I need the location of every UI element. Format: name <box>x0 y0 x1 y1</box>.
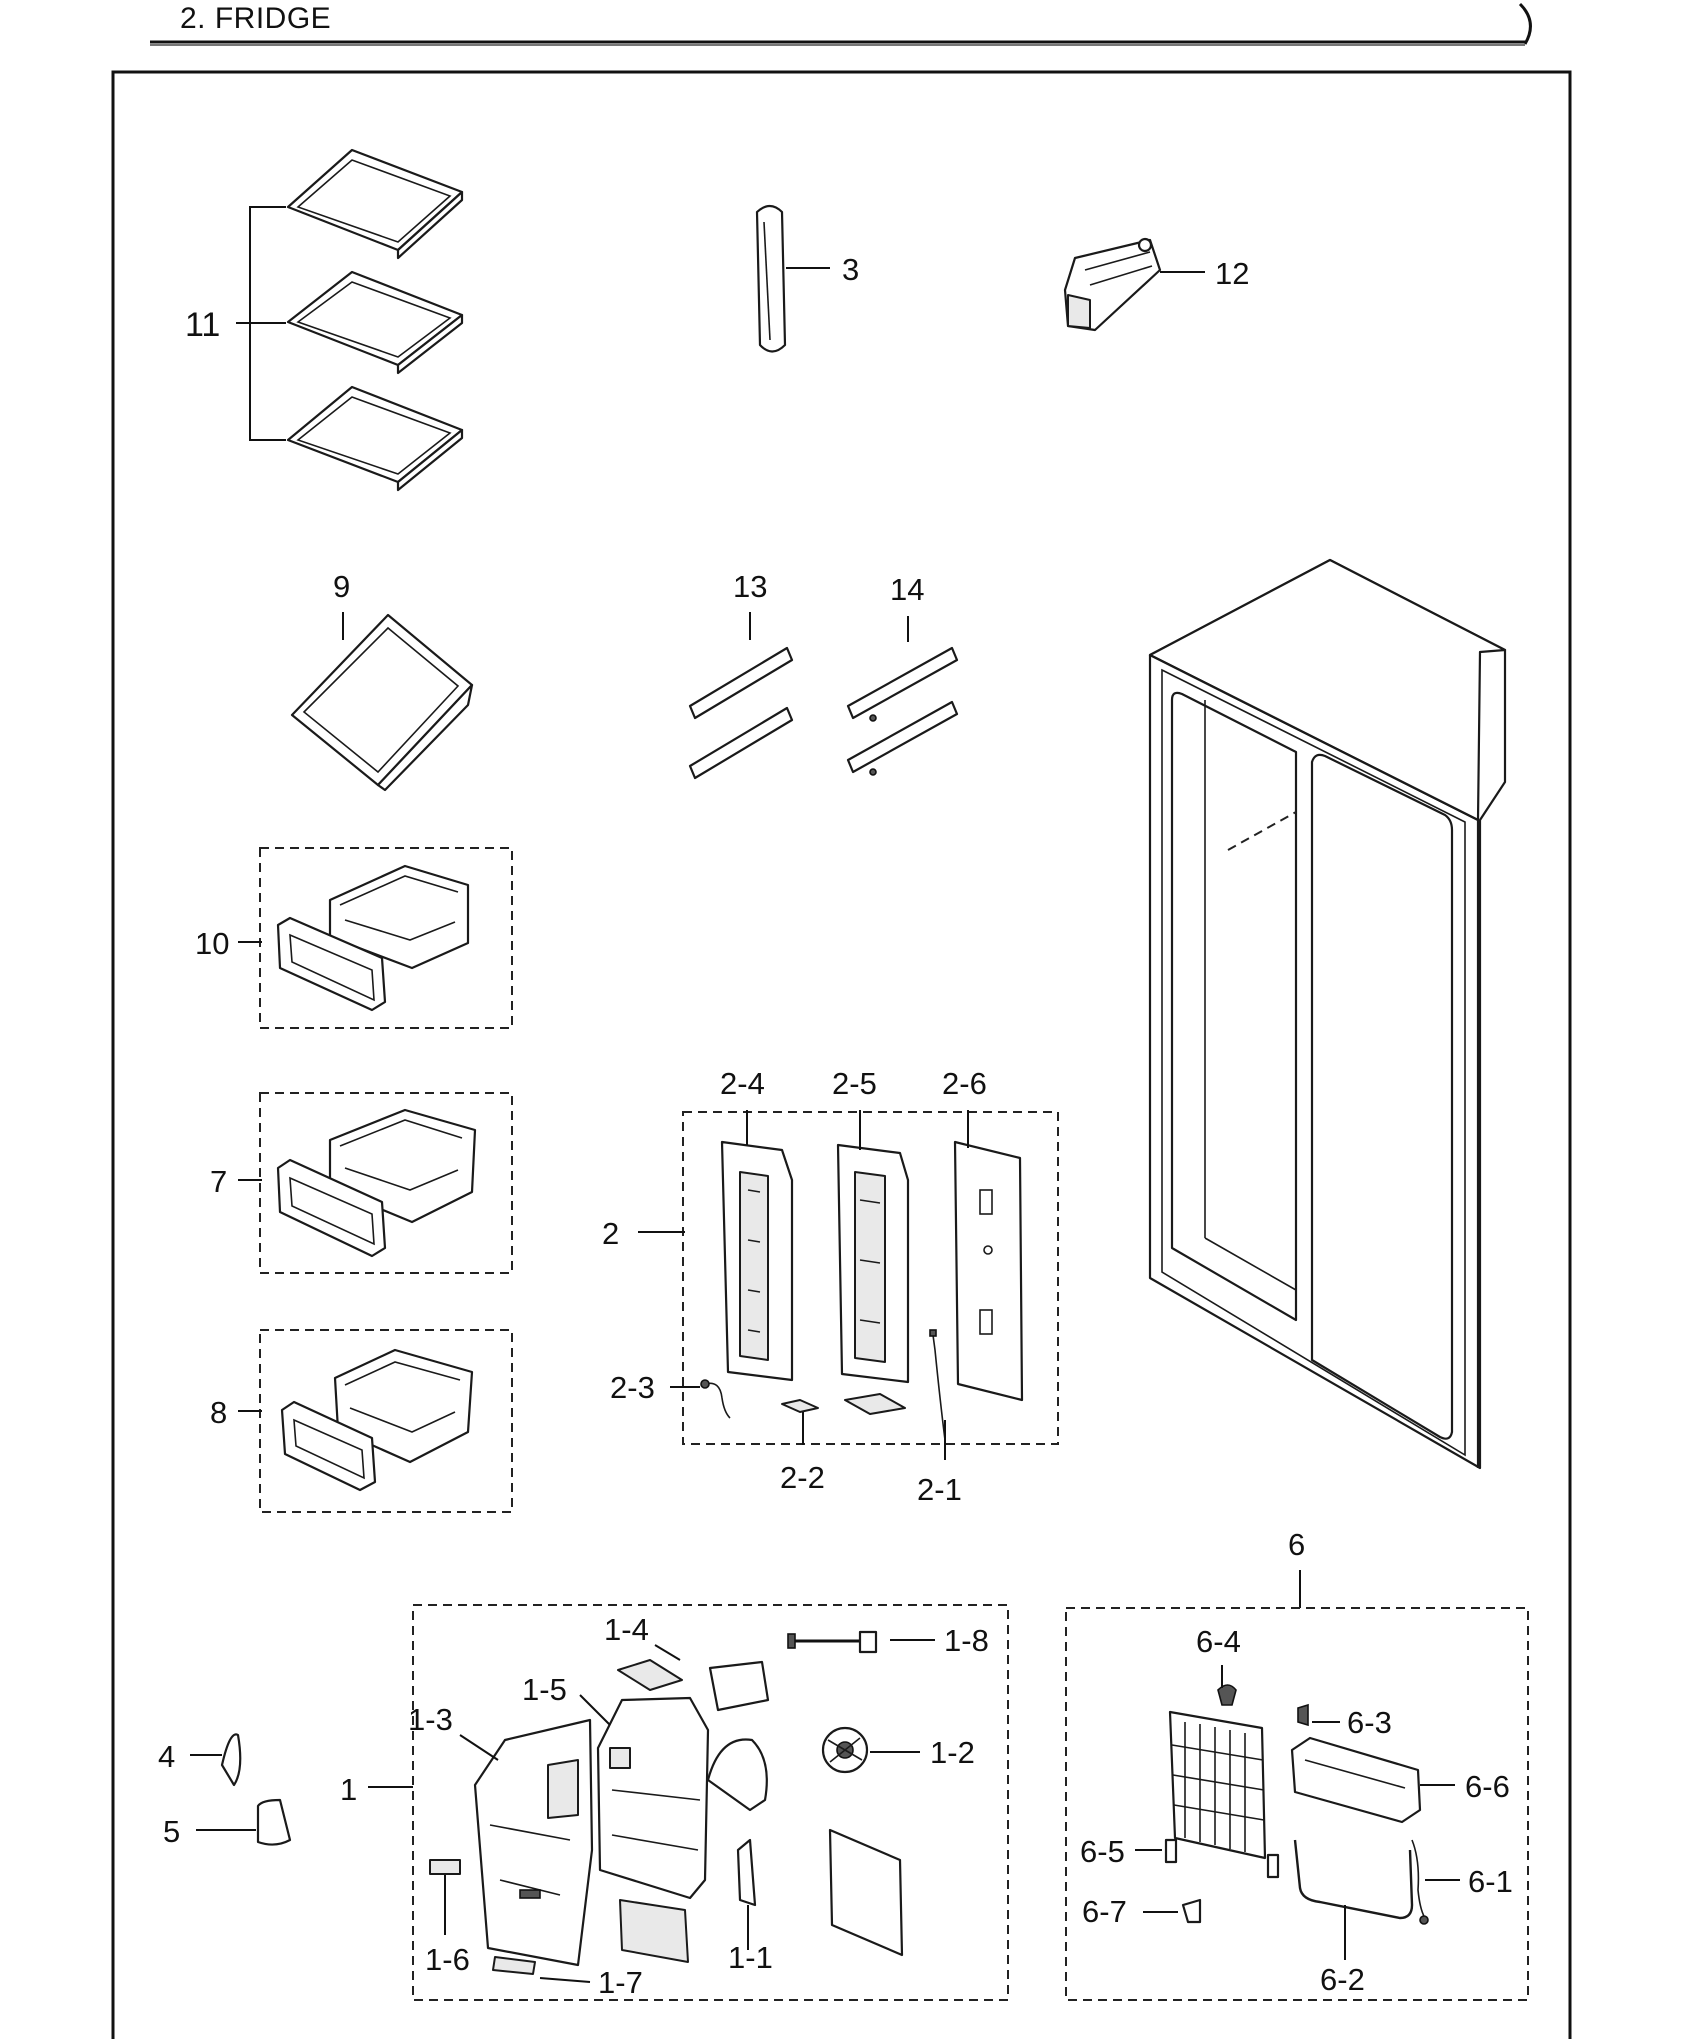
part-2-4-cover <box>720 1110 794 1382</box>
label-2-3: 2-3 <box>610 1370 655 1405</box>
label-4: 4 <box>158 1739 175 1774</box>
label-1-4: 1-4 <box>604 1612 649 1647</box>
label-2-6: 2-6 <box>942 1066 987 1101</box>
label-1-1: 1-1 <box>728 1940 773 1975</box>
part-1-fan-cover <box>706 1738 768 1812</box>
label-2-4: 2-4 <box>720 1066 765 1101</box>
label-12: 12 <box>1215 256 1249 291</box>
part-2-6-plate <box>953 1110 1024 1402</box>
part-6-3-clip <box>1297 1703 1340 1727</box>
part-6-1-sensor <box>1411 1839 1460 1925</box>
label-14: 14 <box>890 572 924 607</box>
group-2-box <box>682 1111 1059 1445</box>
label-3: 3 <box>842 252 859 287</box>
diagram-frame <box>111 70 1572 2039</box>
label-1-8: 1-8 <box>944 1623 989 1658</box>
part-1-6-tab <box>429 1859 461 1935</box>
label-7: 7 <box>210 1164 227 1199</box>
label-11: 11 <box>185 306 220 344</box>
label-1-5: 1-5 <box>522 1672 567 1707</box>
label-9: 9 <box>333 569 350 604</box>
part-2-5-cover <box>836 1110 910 1384</box>
label-10: 10 <box>195 926 229 961</box>
label-1: 1 <box>340 1772 357 1807</box>
part-6-6-cover <box>1290 1736 1455 1824</box>
label-1-7: 1-7 <box>598 1965 643 2000</box>
part-6-evaporator <box>1168 1710 1267 1860</box>
part-1-2-fan <box>821 1726 920 1774</box>
part-14-rails <box>846 616 959 776</box>
part-1-4-damper <box>617 1644 770 1712</box>
group-7-box <box>259 1092 513 1274</box>
label-5: 5 <box>163 1814 180 1849</box>
part-8-drawer <box>238 1348 474 1492</box>
label-1-6: 1-6 <box>425 1942 470 1977</box>
label-6-4: 6-4 <box>1196 1624 1241 1659</box>
label-6-5: 6-5 <box>1080 1834 1125 1869</box>
label-6-7: 6-7 <box>1082 1894 1127 1929</box>
label-8: 8 <box>210 1395 227 1430</box>
part-1-5-duct <box>579 1694 710 1900</box>
label-6-3: 6-3 <box>1347 1705 1392 1740</box>
part-1-8-heater <box>787 1630 935 1654</box>
part-6-4-clip <box>1217 1665 1237 1706</box>
part-10-drawer <box>238 864 470 1012</box>
part-1-plate <box>619 1828 904 1963</box>
part-1-3-duct-cover <box>459 1718 594 1967</box>
page-title: 2. FRIDGE <box>180 2 332 35</box>
part-6-2-heater <box>1293 1839 1414 1960</box>
label-2-1: 2-1 <box>917 1472 962 1507</box>
label-1-2: 1-2 <box>930 1735 975 1770</box>
part-9-shelf <box>290 612 474 792</box>
part-2-2-tray <box>781 1393 906 1445</box>
part-2-1-wire <box>929 1329 946 1460</box>
group-8-box <box>259 1329 513 1513</box>
part-7-drawer <box>238 1108 477 1258</box>
part-4-clip <box>190 1733 242 1787</box>
part-11-shelves <box>236 148 464 492</box>
label-2: 2 <box>602 1216 619 1251</box>
label-2-5: 2-5 <box>832 1066 877 1101</box>
group-10-box <box>259 847 513 1029</box>
part-12-ice-maker <box>1063 237 1205 332</box>
label-6: 6 <box>1288 1527 1305 1562</box>
part-2-3-sensor <box>670 1379 731 1419</box>
label-1-3: 1-3 <box>408 1702 453 1737</box>
part-6-7-bracket <box>1143 1898 1202 1924</box>
label-13: 13 <box>733 569 767 604</box>
fridge-cabinet <box>1148 558 1507 1470</box>
part-3-cover <box>755 204 830 353</box>
header-rule <box>150 2 1532 46</box>
group-6-box <box>1065 1607 1529 2001</box>
part-5-cup <box>196 1798 292 1846</box>
part-1-1-bracket <box>736 1838 757 1950</box>
label-6-2: 6-2 <box>1320 1962 1365 1997</box>
part-6-5-holder <box>1135 1838 1280 1879</box>
label-6-6: 6-6 <box>1465 1769 1510 1804</box>
label-6-1: 6-1 <box>1468 1864 1513 1899</box>
part-1-7-tab <box>492 1956 591 1983</box>
label-2-2: 2-2 <box>780 1460 825 1495</box>
part-13-rails <box>688 612 794 780</box>
